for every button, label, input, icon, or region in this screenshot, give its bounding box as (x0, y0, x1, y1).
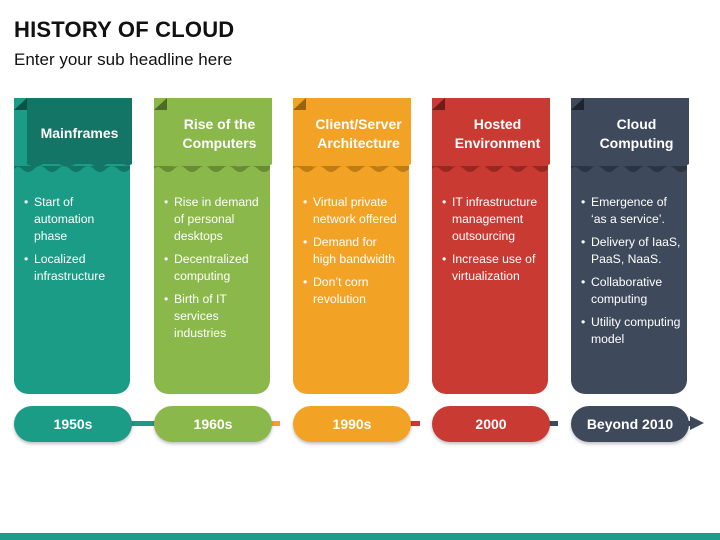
ribbon-fold (14, 98, 27, 110)
column-cloud-computing: Cloud Computing Emergence of ‘as a servi… (571, 98, 689, 396)
column-heading-ribbon: Hosted Environment (445, 98, 550, 169)
bullet-list: Virtual private network offered Demand f… (303, 194, 403, 314)
bullet-list: Rise in demand of personal desktops Dece… (164, 194, 264, 348)
bullet-item: Demand for high bandwidth (303, 234, 403, 268)
bullet-item: Utility computing model (581, 314, 681, 348)
ribbon-fold (571, 98, 584, 110)
bullet-item: Virtual private network offered (303, 194, 403, 228)
column-heading-ribbon: Rise of the Computers (167, 98, 272, 169)
column-heading-ribbon: Client/Server Architecture (306, 98, 411, 169)
bullet-item: Emergence of ‘as a service’. (581, 194, 681, 228)
bullet-item: Collaborative computing (581, 274, 681, 308)
bullet-item: Don’t corn revolution (303, 274, 403, 308)
column-rise-of-computers: Rise of the Computers Rise in demand of … (154, 98, 272, 396)
column-heading: Rise of the Computers (182, 115, 257, 151)
period-badge: 1950s (14, 406, 132, 442)
wave-divider (154, 166, 270, 172)
ribbon-fold (154, 98, 167, 110)
column-heading: Cloud Computing (599, 115, 674, 151)
ribbon-fold (293, 98, 306, 110)
wave-divider (571, 166, 687, 172)
timeline-arrow-icon (690, 416, 704, 430)
period-badge: 1990s (293, 406, 411, 442)
column-hosted-environment: Hosted Environment IT infrastructure man… (432, 98, 550, 396)
column-heading: Mainframes (40, 125, 119, 141)
bullet-item: Decentralized computing (164, 251, 264, 285)
column-heading-ribbon: Cloud Computing (584, 98, 689, 169)
bullet-item: Rise in demand of personal desktops (164, 194, 264, 245)
bullet-list: Emergence of ‘as a service’. Delivery of… (581, 194, 681, 354)
bullet-item: Delivery of IaaS, PaaS, NaaS. (581, 234, 681, 268)
period-badge: 2000 (432, 406, 550, 442)
bullet-item: Localized infrastructure (24, 251, 124, 285)
page-subtitle: Enter your sub headline here (14, 50, 233, 69)
period-badge: Beyond 2010 (571, 406, 689, 442)
bullet-list: IT infrastructure management outsourcing… (442, 194, 542, 291)
wave-divider (432, 166, 548, 172)
wave-divider (14, 166, 130, 172)
bullet-item: IT infrastructure management outsourcing (442, 194, 542, 245)
timeline-segment (120, 421, 160, 426)
footer-bar (0, 533, 720, 540)
column-client-server: Client/Server Architecture Virtual priva… (293, 98, 411, 396)
bullet-item: Increase use of virtualization (442, 251, 542, 285)
column-heading-ribbon: Mainframes (27, 98, 132, 169)
column-heading: Hosted Environment (454, 115, 541, 151)
bullet-item: Start of automation phase (24, 194, 124, 245)
ribbon-fold (432, 98, 445, 110)
bullet-list: Start of automation phase Localized infr… (24, 194, 124, 291)
bullet-item: Birth of IT services industries (164, 291, 264, 342)
wave-divider (293, 166, 409, 172)
page-title: HISTORY OF CLOUD (14, 17, 235, 42)
period-badge: 1960s (154, 406, 272, 442)
column-mainframes: Mainframes Start of automation phase Loc… (14, 98, 132, 396)
column-heading: Client/Server Architecture (315, 115, 402, 151)
